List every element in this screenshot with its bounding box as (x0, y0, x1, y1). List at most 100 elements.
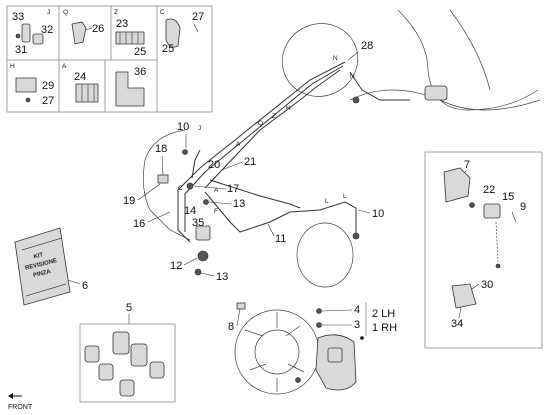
center-callouts: 28 10 18 20 21 17 19 14 13 16 35 11 10 1… (123, 40, 384, 283)
brake-pad-icon (98, 363, 114, 381)
callout-27-h: 27 (42, 95, 54, 107)
line-fittings (157, 149, 360, 276)
clip-icon (21, 23, 31, 43)
screw-head-icon (15, 33, 21, 39)
inset-box-36: 36 (115, 66, 146, 107)
callout-25-z: 25 (134, 46, 146, 58)
bolt-13a-icon (203, 199, 209, 205)
bushing-icon (32, 33, 44, 45)
callout-32: 32 (41, 24, 53, 36)
pipe-letter-n2: N (350, 73, 355, 80)
pipe-letter-c: C (178, 185, 183, 192)
pipe-letters: N N H Z Q A A J C F L L (178, 55, 355, 215)
pump-fitting-icon (352, 96, 360, 104)
bracket-clip-icon (165, 18, 181, 48)
inset-box-j: J 33 32 31 (12, 9, 53, 56)
banjo-10b-icon (352, 232, 360, 240)
brake-pad-icon (84, 345, 100, 363)
kit-text-line1: KIT (33, 252, 44, 260)
bracket-18-icon (157, 174, 169, 184)
callout-31: 31 (15, 44, 27, 56)
sensor-bracket-icon (443, 167, 471, 203)
adhesive-pad-icon (115, 71, 145, 107)
pipe-letter-h: H (286, 105, 291, 112)
pipe-letter-a2: A (214, 187, 219, 194)
pipe-letter-a1: A (236, 141, 241, 148)
callout-5: 5 (126, 302, 132, 314)
callout-28: 28 (361, 40, 373, 52)
callout-29: 29 (42, 80, 54, 92)
brake-lines (143, 61, 410, 288)
sensor-detail-box: 7 22 15 9 30 34 (424, 151, 543, 349)
chassis-outline (281, 9, 541, 111)
callout-21: 21 (244, 156, 256, 168)
bullet-dot-icon (360, 336, 364, 340)
brake-pads-box: 5 (79, 302, 176, 403)
callout-1-rh: 1 RH (372, 322, 397, 334)
callout-10a: 10 (177, 121, 189, 133)
callout-24: 24 (74, 71, 86, 83)
caliper-bolt-icon (295, 377, 301, 383)
pipe-holder-icon (75, 83, 99, 103)
callout-9: 9 (520, 201, 526, 213)
pipe-letter-l1: L (325, 198, 329, 205)
callout-3: 3 (354, 319, 360, 331)
inset-grid: J 33 32 31 Q 26 Z 23 25 C 27 (6, 5, 213, 113)
callout-13a: 13 (233, 198, 245, 210)
bleed-cap-icon (316, 308, 322, 314)
callout-18: 18 (155, 143, 167, 155)
pipe-clamp-icon (71, 21, 87, 45)
washer-icon (469, 202, 475, 208)
inset-box-h: H 29 27 (10, 63, 54, 107)
callout-27-c: 27 (192, 11, 204, 23)
brake-pad-icon (149, 361, 165, 379)
box-letter-c: C (160, 9, 165, 16)
brake-pad-icon (112, 331, 130, 355)
callout-2-lh: 2 LH (372, 308, 395, 320)
screw-icon (25, 97, 31, 103)
pipe-letter-l2: L (343, 193, 347, 200)
callout-34: 34 (451, 318, 463, 330)
pipe-letter-j: J (198, 125, 201, 132)
callout-14: 14 (184, 205, 196, 217)
callout-25-c: 25 (162, 43, 174, 55)
callout-26: 26 (92, 23, 104, 35)
box-letter-j: J (47, 9, 50, 16)
fitting-17-icon (186, 182, 194, 190)
inset-box-c: C 27 25 (160, 9, 204, 55)
callout-13b: 13 (216, 271, 228, 283)
callout-17: 17 (227, 183, 239, 195)
inset-box-q: Q 26 (63, 9, 104, 45)
callout-7: 7 (464, 159, 470, 171)
caliper-kit-bag: KIT REVISIONE PINZA 6 (14, 227, 88, 306)
callout-6: 6 (82, 280, 88, 292)
callout-10b: 10 (372, 208, 384, 220)
junction-block-icon (195, 225, 211, 241)
bleed-valve-icon (316, 322, 322, 328)
abs-unit-icon (424, 85, 448, 101)
brake-pad-icon (119, 379, 135, 397)
callout-33: 33 (12, 11, 24, 23)
box-letter-z: Z (114, 9, 118, 16)
callout-20: 20 (208, 159, 220, 171)
callout-30: 30 (481, 279, 493, 291)
callout-19: 19 (123, 195, 135, 207)
box-letter-h: H (10, 63, 15, 70)
sensor-cable-end-icon (495, 263, 501, 269)
brake-pad-icon (130, 343, 148, 367)
box-letter-a: A (62, 63, 67, 70)
callout-16: 16 (133, 218, 145, 230)
callout-4: 4 (354, 304, 360, 316)
kit-text-line3: PINZA (33, 269, 53, 279)
callout-23: 23 (116, 18, 128, 30)
box-letter-q: Q (63, 9, 68, 16)
speed-sensor-icon (483, 203, 501, 219)
callout-8: 8 (228, 321, 234, 333)
banjo-10a-icon (182, 149, 188, 155)
double-clip-icon (15, 77, 37, 93)
inset-box-a: A 24 (62, 63, 99, 103)
multi-pipe-clip-icon (115, 31, 145, 45)
sensor-ring-mount-icon (451, 283, 477, 309)
